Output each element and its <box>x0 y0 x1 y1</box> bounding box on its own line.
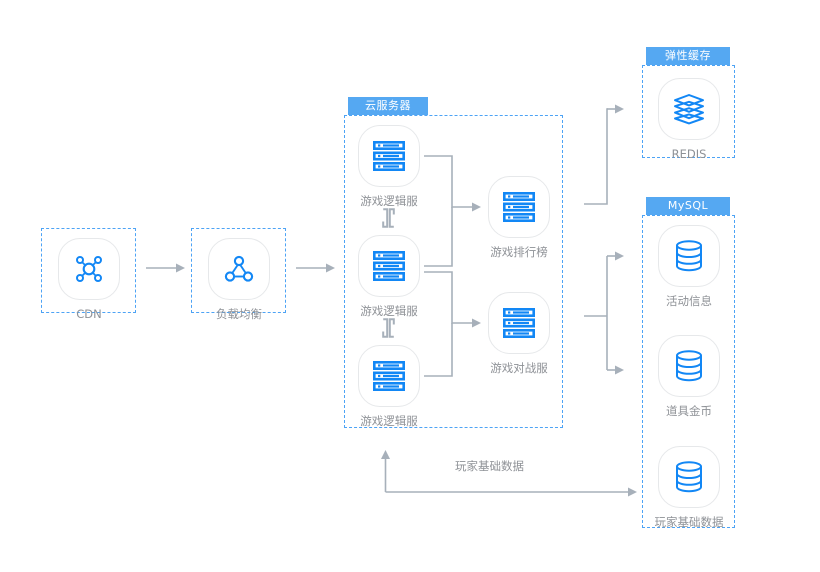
connector-logic-servers-to-ranking-server <box>424 150 490 275</box>
group-box-elastic-cache <box>642 65 735 158</box>
node-cdn-tile <box>58 238 120 300</box>
connector-load-balancer-to-cloud-server <box>296 262 336 274</box>
node-items-coins-db-label: 道具金币 <box>666 404 712 418</box>
connector-player-base-data <box>380 450 638 497</box>
node-items-coins-db[interactable]: 道具金币 <box>658 335 720 418</box>
group-tab-mysql: MySQL <box>646 197 730 215</box>
node-game-logic-server-3-label: 游戏逻辑服 <box>360 414 418 428</box>
node-game-logic-server-1-tile <box>358 125 420 187</box>
node-game-logic-server-2[interactable]: 游戏逻辑服 <box>358 235 420 318</box>
node-player-base-data-db-label: 玩家基础数据 <box>654 515 724 529</box>
connector-cdn-to-load-balancer <box>146 262 186 274</box>
node-game-battle-server-tile <box>488 292 550 354</box>
node-game-ranking-server-tile <box>488 176 550 238</box>
database-cylinder-icon <box>674 460 704 494</box>
node-game-battle-server[interactable]: 游戏对战服 <box>488 292 550 375</box>
node-game-ranking-server-label: 游戏排行榜 <box>490 245 548 259</box>
node-redis-label: REDIS <box>671 147 707 161</box>
group-box-mysql <box>642 215 735 528</box>
node-cdn-label: CDN <box>76 307 102 321</box>
edge-label-player-base-data: 玩家基础数据 <box>455 459 524 473</box>
node-load-balancer-tile <box>208 238 270 300</box>
database-cylinder-icon <box>674 239 704 273</box>
connector-battle-server-to-mysql <box>584 250 624 376</box>
cdn-network-icon <box>72 252 106 286</box>
group-box-cdn <box>41 228 136 313</box>
node-load-balancer[interactable]: 负载均衡 <box>208 238 270 321</box>
node-activity-info-db[interactable]: 活动信息 <box>658 225 720 308</box>
node-game-ranking-server[interactable]: 游戏排行榜 <box>488 176 550 259</box>
database-cylinder-icon <box>674 349 704 383</box>
sync-arrows-icon-1 <box>382 208 395 228</box>
node-activity-info-db-tile <box>658 225 720 287</box>
group-tab-elastic-cache: 弹性缓存 <box>646 47 730 65</box>
node-game-logic-server-1-label: 游戏逻辑服 <box>360 194 418 208</box>
server-rack-icon <box>372 250 406 282</box>
group-tab-cloud-server: 云服务器 <box>348 97 428 115</box>
server-rack-icon <box>502 307 536 339</box>
redis-stack-icon <box>672 92 706 126</box>
node-game-battle-server-label: 游戏对战服 <box>490 361 548 375</box>
node-game-logic-server-2-label: 游戏逻辑服 <box>360 304 418 318</box>
node-game-logic-server-2-tile <box>358 235 420 297</box>
node-player-base-data-db-tile <box>658 446 720 508</box>
node-game-logic-server-1[interactable]: 游戏逻辑服 <box>358 125 420 208</box>
connector-ranking-server-to-redis <box>584 103 624 207</box>
sync-arrows-icon-2 <box>382 318 395 338</box>
group-box-load-balancer <box>191 228 286 313</box>
server-rack-icon <box>502 191 536 223</box>
load-balancer-icon <box>222 252 256 286</box>
node-activity-info-db-label: 活动信息 <box>666 294 712 308</box>
server-rack-icon <box>372 140 406 172</box>
node-game-logic-server-3-tile <box>358 345 420 407</box>
node-cdn[interactable]: CDN <box>58 238 120 321</box>
connector-logic-servers-to-battle-server <box>424 266 490 391</box>
server-rack-icon <box>372 360 406 392</box>
node-redis-tile <box>658 78 720 140</box>
group-box-cloud-server <box>344 115 563 428</box>
node-game-logic-server-3[interactable]: 游戏逻辑服 <box>358 345 420 428</box>
node-load-balancer-label: 负载均衡 <box>216 307 262 321</box>
node-player-base-data-db[interactable]: 玩家基础数据 <box>655 446 724 529</box>
node-redis[interactable]: REDIS <box>658 78 720 161</box>
node-items-coins-db-tile <box>658 335 720 397</box>
